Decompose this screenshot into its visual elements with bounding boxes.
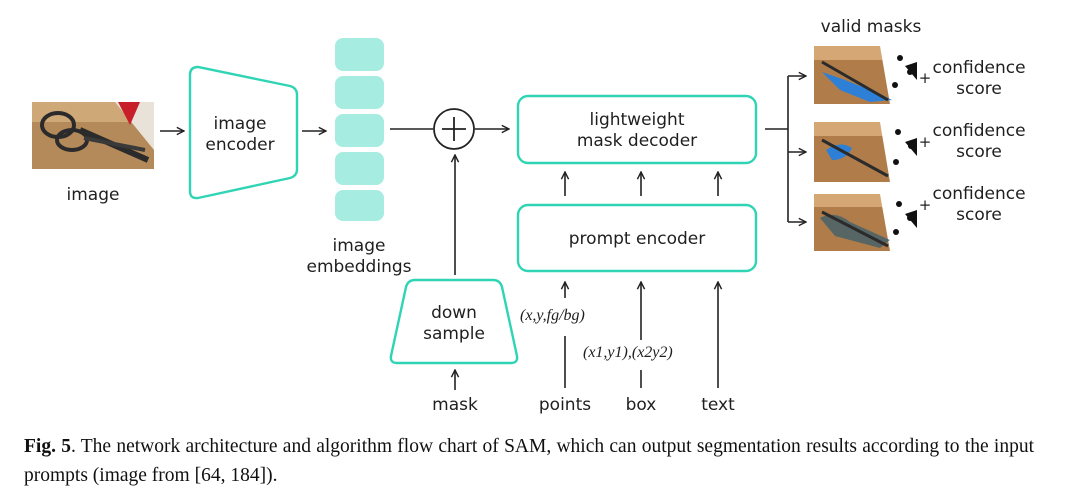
confidence-score-label: confidence score bbox=[932, 184, 1026, 225]
confidence-score-label: confidence score bbox=[932, 58, 1026, 99]
confidence-plus-sign: + bbox=[918, 133, 932, 151]
box-coordinates-label: (x1,y1),(x2y2) bbox=[583, 344, 673, 361]
embedding-block bbox=[335, 76, 384, 109]
points-input-label: points bbox=[538, 395, 592, 415]
caption-text: . The network architecture and algorithm… bbox=[24, 436, 1034, 486]
mask-decoder-box bbox=[516, 94, 758, 165]
image-embeddings-stack bbox=[335, 38, 384, 221]
embedding-block bbox=[335, 114, 384, 147]
valid-mask-thumbnail bbox=[814, 46, 917, 104]
confidence-plus-sign: + bbox=[918, 196, 932, 214]
image-encoder-label: image encoder bbox=[205, 114, 275, 155]
sum-node bbox=[433, 108, 475, 150]
text-input-label: text bbox=[701, 395, 735, 415]
image-encoder-box bbox=[188, 65, 299, 200]
input-image-thumbnail bbox=[32, 102, 154, 169]
embedding-block bbox=[335, 190, 384, 221]
figure-number: Fig. 5 bbox=[24, 436, 71, 457]
valid-mask-thumbnail bbox=[814, 194, 917, 251]
confidence-plus-sign: + bbox=[918, 69, 932, 87]
box-input-label: box bbox=[625, 395, 657, 415]
down-sample-label: down sample bbox=[423, 303, 485, 344]
valid-masks-label: valid masks bbox=[820, 17, 922, 37]
embedding-block bbox=[335, 152, 384, 185]
figure-caption: Fig. 5. The network architecture and alg… bbox=[24, 432, 1034, 490]
valid-mask-thumbnail bbox=[814, 122, 917, 182]
prompt-encoder-box bbox=[516, 203, 758, 273]
image-embeddings-label: image embeddings bbox=[306, 236, 412, 277]
output-fan-arrows bbox=[765, 76, 806, 222]
prompt-encoder-label: prompt encoder bbox=[568, 229, 706, 249]
embedding-block bbox=[335, 38, 384, 71]
down-sample-box bbox=[389, 278, 519, 365]
points-coordinates-label: (x,y,fg/bg) bbox=[520, 307, 585, 324]
mask-decoder-label: lightweight mask decoder bbox=[576, 110, 698, 151]
mask-input-label: mask bbox=[432, 395, 478, 415]
confidence-score-label: confidence score bbox=[932, 121, 1026, 162]
image-label: image bbox=[66, 185, 120, 205]
